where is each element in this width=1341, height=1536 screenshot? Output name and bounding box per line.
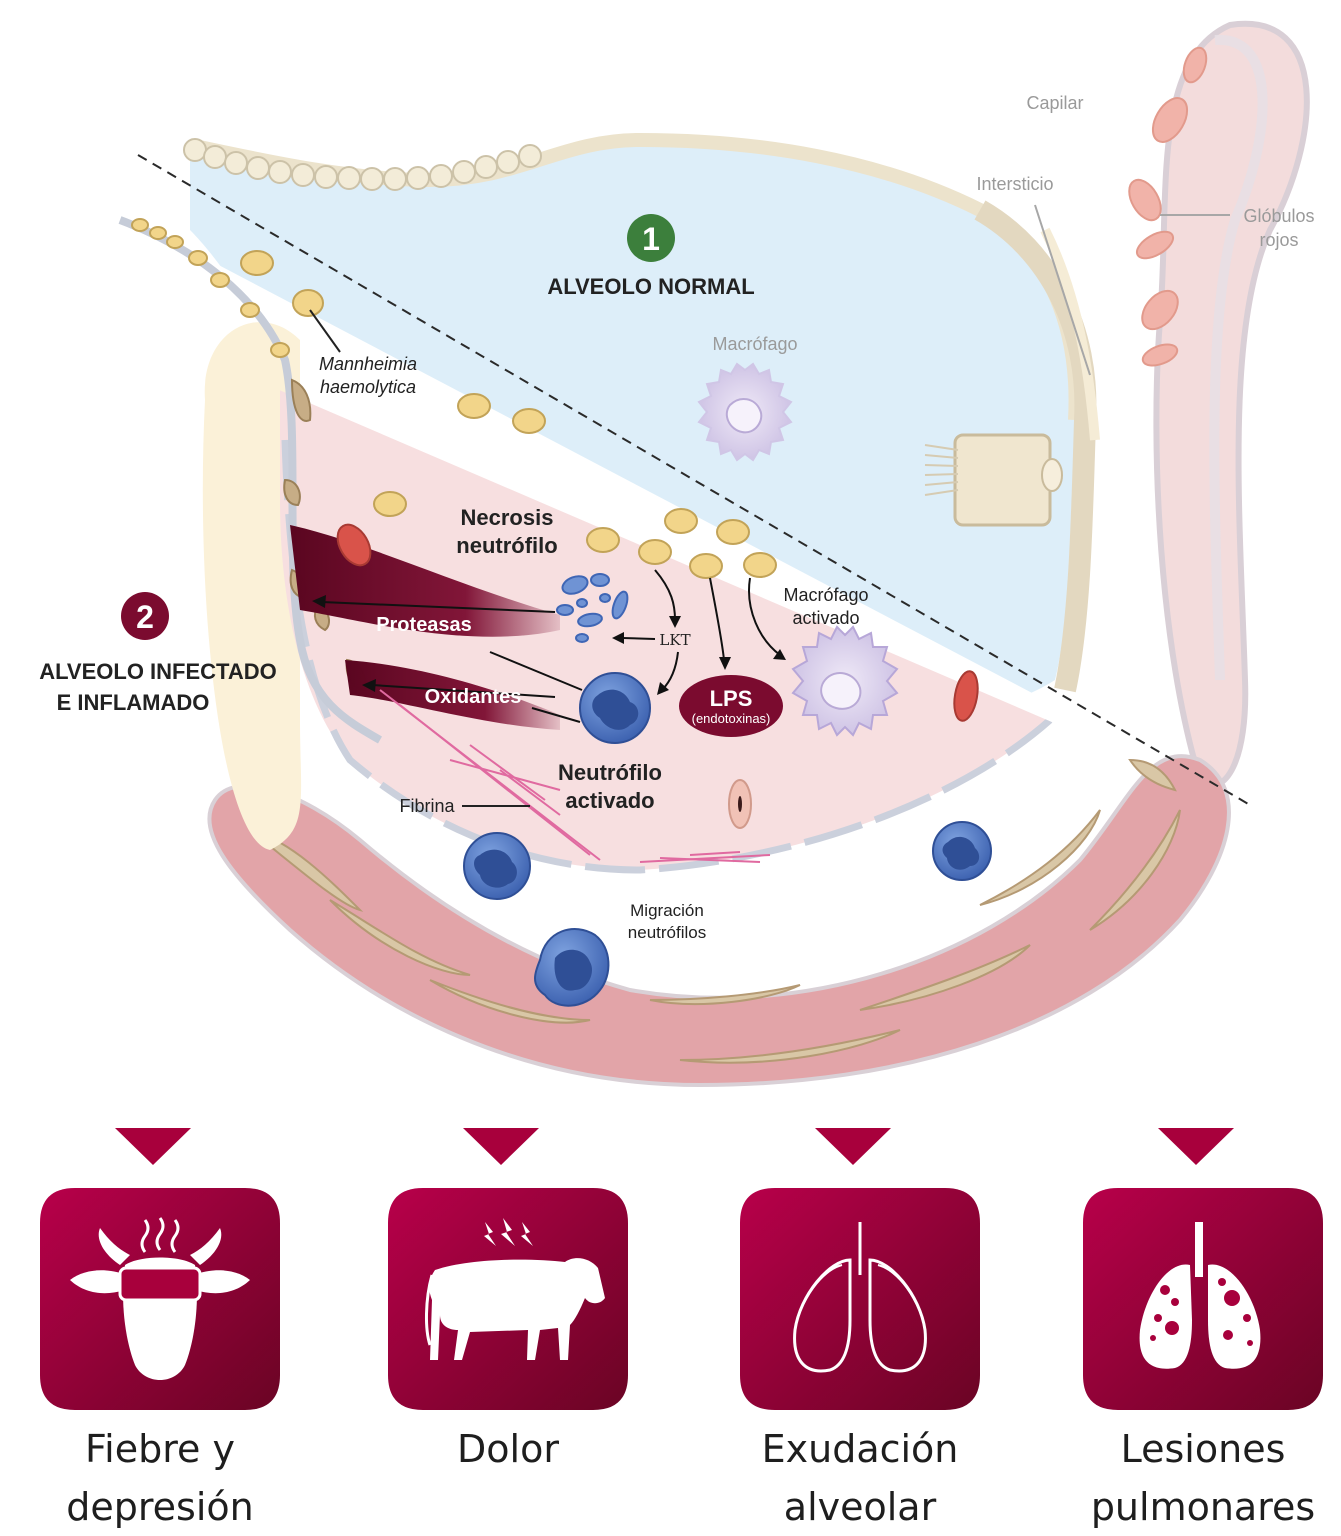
symptom-label-line2: depresión	[66, 1485, 254, 1529]
label-endotoxinas: (endotoxinas)	[692, 711, 771, 726]
label-migracion-1: Migración	[630, 901, 704, 920]
symptom-label-line1: Exudación	[761, 1427, 959, 1471]
symptom-label-line2: alveolar	[783, 1485, 937, 1529]
lungs-lesions-icon	[1139, 1222, 1261, 1369]
label-lps: LPS	[710, 686, 753, 711]
label-mannheimia-1: Mannheimia	[319, 354, 417, 374]
activated-macrophage	[791, 625, 899, 737]
interstitial-neutrophil	[463, 832, 531, 900]
label-neutrofilo-activado-1: Neutrófilo	[558, 760, 662, 785]
type-two-cell	[924, 433, 1063, 527]
symptom-pain	[388, 1128, 628, 1410]
symptom-label-line1: Dolor	[457, 1427, 559, 1471]
alveolar-wall-lower	[207, 754, 1231, 1088]
divider-line	[137, 154, 1251, 806]
label-proteasas: Proteasas	[376, 614, 472, 636]
label-fibrina: Fibrina	[399, 796, 455, 816]
label-globulos-2: rojos	[1259, 230, 1298, 250]
red-blood-cell	[953, 670, 979, 722]
interstitial-neutrophil	[932, 821, 992, 881]
label-capilar: Capilar	[1026, 93, 1083, 113]
cow-pain-icon	[424, 1218, 605, 1360]
label-necrosis-2: neutrófilo	[456, 533, 557, 558]
normal-title: ALVEOLO NORMAL	[547, 274, 754, 299]
label-migracion-2: neutrófilos	[628, 923, 706, 942]
cow-head-fever-icon	[70, 1217, 250, 1380]
label-intersticio: Intersticio	[976, 174, 1053, 194]
red-blood-cells	[1128, 46, 1208, 367]
symptom-label-exudation: Exudación alveolar	[695, 1420, 1025, 1536]
label-lkt: LKT	[659, 631, 690, 649]
interstitium-region	[202, 322, 302, 850]
infected-wall-left	[118, 216, 382, 744]
symptom-label-line2: pulmonares	[1090, 1485, 1316, 1529]
red-blood-cell	[336, 523, 372, 567]
mannheimia-bacteria	[240, 250, 777, 579]
activated-neutrophil	[579, 672, 651, 744]
infected-title-line2: E INFLAMADO	[57, 690, 210, 715]
lps-endotoxins: LPS (endotoxinas)	[679, 675, 783, 737]
migrating-neutrophil	[534, 928, 610, 1007]
epithelium-cells	[183, 138, 542, 191]
necrotic-neutrophil	[556, 573, 629, 643]
normal-badge-number: 1	[642, 221, 660, 257]
label-globulos-1: Glóbulos	[1243, 206, 1314, 226]
label-necrosis-1: Necrosis	[461, 505, 554, 530]
symptom-fever	[40, 1128, 280, 1410]
label-neutrofilo-activado-2: activado	[565, 788, 654, 813]
resting-macrophage	[697, 362, 793, 462]
lungs-exudation-icon	[793, 1222, 927, 1373]
capillary	[1128, 20, 1310, 789]
label-macrofago: Macrófago	[712, 334, 797, 354]
symptom-label-line1: Fiebre y	[85, 1427, 235, 1471]
normal-badge	[627, 214, 675, 262]
symptom-label-pain: Dolor	[343, 1420, 673, 1478]
symptom-exudation	[740, 1128, 980, 1410]
symptom-label-lesions: Lesiones pulmonares	[1038, 1420, 1341, 1536]
label-oxidantes: Oxidantes	[425, 686, 522, 708]
infected-badge	[121, 592, 169, 640]
infected-badge-number: 2	[136, 599, 154, 635]
symptom-lesions	[1083, 1128, 1323, 1410]
pathway-arrows	[321, 569, 781, 698]
label-macrofago-activado-1: Macrófago	[783, 585, 868, 605]
label-macrofago-activado-2: activado	[792, 608, 859, 628]
symptom-label-line1: Lesiones	[1120, 1427, 1286, 1471]
label-mannheimia-2: haemolytica	[320, 377, 416, 397]
infected-title-line1: ALVEOLO INFECTADO	[39, 659, 277, 684]
fibrin	[379, 689, 771, 863]
symptom-label-fever: Fiebre y depresión	[0, 1420, 325, 1536]
